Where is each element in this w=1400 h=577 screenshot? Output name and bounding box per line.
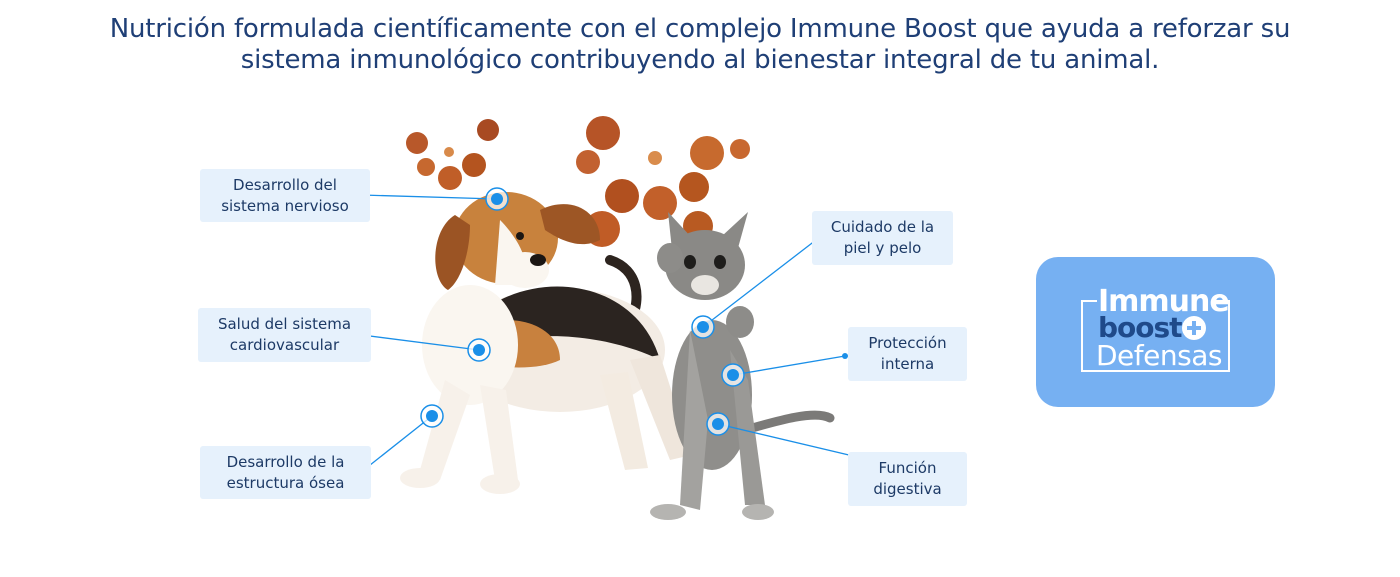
label-line: estructura ósea (226, 473, 345, 492)
label-sistema-nervioso: Desarrollo del sistema nervioso (200, 169, 370, 222)
label-line: Desarrollo del (233, 175, 337, 194)
hotspot-icon[interactable] (420, 404, 444, 428)
label-funcion-digestiva: Función digestiva (848, 452, 967, 506)
label-line: piel y pelo (843, 239, 922, 257)
hotspot-markers (420, 187, 745, 436)
label-estructura-osea: Desarrollo de la estructura ósea (200, 446, 371, 499)
hotspot-icon[interactable] (467, 338, 491, 362)
hotspot-icon[interactable] (485, 187, 509, 211)
immune-boost-badge: Immune boost Defensas (1036, 257, 1275, 407)
label-line: interna (880, 355, 935, 373)
badge-line-boost: boost (1098, 311, 1183, 344)
dog-illustration (400, 192, 692, 494)
hotspot-icon[interactable] (691, 315, 715, 339)
label-line: Desarrollo de la (226, 452, 345, 471)
badge-frame (1081, 300, 1230, 372)
badge-line-immune: Immune (1098, 284, 1230, 319)
label-cardiovascular: Salud del sistema cardiovascular (198, 308, 371, 362)
headline-line-2: sistema inmunológico contribuyendo al bi… (240, 45, 1160, 75)
label-line: cardiovascular (229, 336, 340, 354)
label-line: Cuidado de la (830, 218, 935, 236)
label-piel-pelo: Cuidado de la piel y pelo (812, 211, 953, 265)
plus-circle-icon (1182, 316, 1206, 340)
hotspot-icon[interactable] (721, 363, 745, 387)
hotspot-icon[interactable] (706, 412, 730, 436)
label-proteccion-interna: Protección interna (848, 327, 967, 381)
label-line: Función (878, 459, 937, 477)
headline-line-1: Nutrición formulada científicamente con … (109, 14, 1291, 44)
label-line: Salud del sistema (217, 315, 352, 333)
label-line: digestiva (873, 480, 942, 498)
headline: Nutrición formulada científicamente con … (60, 14, 1340, 76)
badge-line-defensas: Defensas (1096, 339, 1222, 372)
label-line: Protección (868, 334, 947, 352)
connector-lines (359, 194, 871, 474)
label-line: sistema nervioso (221, 196, 349, 215)
cat-illustration (650, 212, 835, 520)
